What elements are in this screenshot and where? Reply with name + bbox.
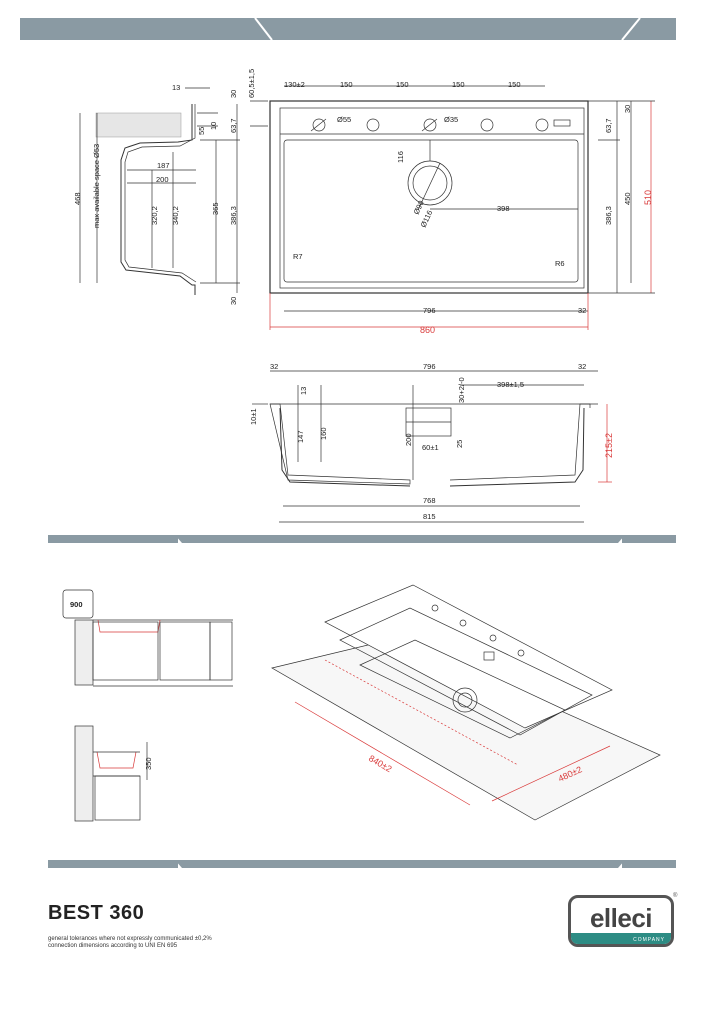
cabinet-width-label: 900 xyxy=(70,600,83,609)
dim-side-10: 10 xyxy=(209,122,218,130)
dim-front-398: 398±1,5 xyxy=(497,380,524,389)
dim-side-365: 365 xyxy=(211,202,220,215)
dim-top-r7: R7 xyxy=(293,252,303,261)
dim-front-25: 25 xyxy=(455,440,464,448)
dim-front-13: 13 xyxy=(299,387,308,395)
dim-side-386: 386,3 xyxy=(229,206,238,225)
connection-note: connection dimensions according to UNI E… xyxy=(48,943,178,949)
dim-front-768: 768 xyxy=(423,496,436,505)
dim-side-30b: 30 xyxy=(229,297,238,305)
install-height-view xyxy=(74,725,148,822)
product-title: BEST 360 xyxy=(48,902,145,924)
tolerance-note: general tolerances where not expressly c… xyxy=(48,936,212,942)
logo-sub: COMPANY xyxy=(633,937,665,943)
dim-front-215: 215±2 xyxy=(604,433,614,458)
dim-side-63: 63,7 xyxy=(229,118,238,133)
dim-top-386: 386,3 xyxy=(604,206,613,225)
dim-side-55: 55 xyxy=(197,127,206,135)
dim-front-200: 200 xyxy=(404,433,413,446)
logo-text: elleci xyxy=(589,903,653,933)
install-cabinet-view xyxy=(62,589,233,687)
dim-front-815: 815 xyxy=(423,512,436,521)
dim-top-30: 30 xyxy=(623,105,632,113)
bottom-band xyxy=(48,860,676,868)
dim-top-398: 398 xyxy=(497,204,510,213)
dim-front-32b: 32 xyxy=(578,362,586,371)
brand-logo: elleci COMPANY xyxy=(568,895,674,947)
dim-top-450: 450 xyxy=(623,192,632,205)
dim-top-63: 63,7 xyxy=(604,118,613,133)
dim-top-d35: Ø35 xyxy=(444,115,458,124)
dim-front-147: 147 xyxy=(296,430,305,443)
mid-band xyxy=(48,535,676,543)
dim-top-860: 860 xyxy=(420,325,435,335)
dim-top-796: 796 xyxy=(423,306,436,315)
dim-top-150a: 150 xyxy=(340,80,353,89)
logo-registered: ® xyxy=(673,893,678,899)
dim-side-13: 13 xyxy=(172,83,180,92)
logo-bar xyxy=(571,933,671,944)
dim-top-150b: 150 xyxy=(396,80,409,89)
dim-front-796: 796 xyxy=(423,362,436,371)
dim-side-187: 187 xyxy=(157,161,170,170)
header-band xyxy=(20,17,676,41)
dim-top-d55: Ø55 xyxy=(337,115,351,124)
iso-length-label: 840±2 xyxy=(367,753,394,774)
side-section-view xyxy=(79,87,240,295)
dim-front-10: 10±1 xyxy=(249,408,258,425)
dim-top-150d: 150 xyxy=(508,80,521,89)
dim-top-150c: 150 xyxy=(452,80,465,89)
dim-top-32: 32 xyxy=(578,306,586,315)
dim-top-130: 130±2 xyxy=(284,80,305,89)
dim-side-340: 340,2 xyxy=(171,206,180,225)
dim-side-60: 60,5±1,5 xyxy=(247,69,256,98)
dim-side-200: 200 xyxy=(156,175,169,184)
dim-top-116: 116 xyxy=(396,151,405,163)
dim-side-30a: 30 xyxy=(229,90,238,98)
dim-side-space: max available space Ø53 xyxy=(92,144,101,228)
dim-front-30: 30+2/-0 xyxy=(457,377,466,403)
front-section-view xyxy=(252,370,612,523)
top-plan-view xyxy=(250,85,655,330)
dim-side-468: 468 xyxy=(73,192,82,205)
dim-side-320: 320,2 xyxy=(150,206,159,225)
dim-front-160: 160 xyxy=(319,427,328,440)
install-height-label: 350 xyxy=(144,757,153,770)
isometric-view xyxy=(271,584,661,821)
dim-top-510: 510 xyxy=(643,190,653,205)
dim-top-r6: R6 xyxy=(555,259,565,268)
dim-front-60: 60±1 xyxy=(422,443,439,452)
dim-front-32a: 32 xyxy=(270,362,278,371)
